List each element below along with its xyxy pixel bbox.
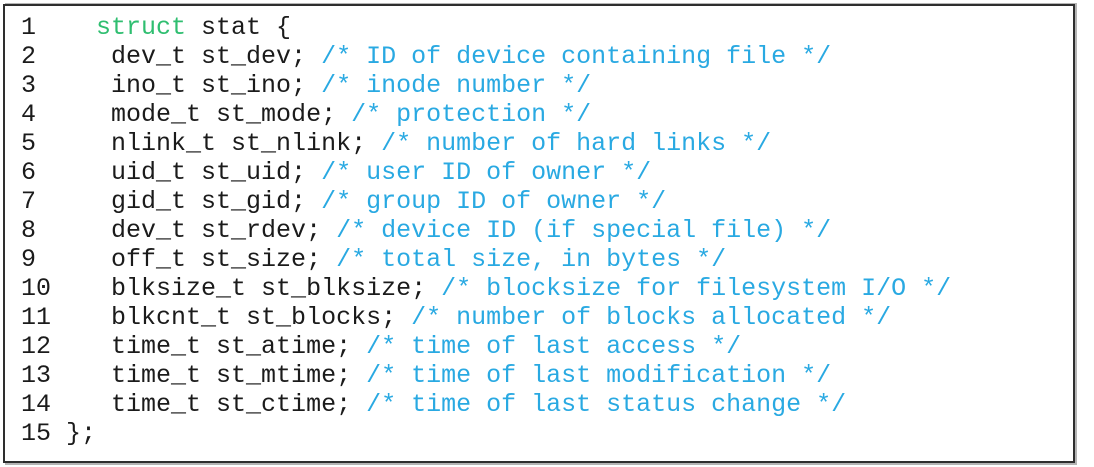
indent	[36, 158, 111, 187]
code-line: 14 time_t st_ctime; /* time of last stat…	[21, 390, 1073, 419]
comment-token: /* time of last modification */	[366, 361, 832, 390]
indent	[51, 303, 111, 332]
indent	[36, 216, 111, 245]
comment-token: /* time of last status change */	[366, 390, 847, 419]
comment-token: /* user ID of owner */	[321, 158, 652, 187]
comment-token: /* time of last access */	[366, 332, 742, 361]
plain-token: dev_t st_rdev;	[111, 216, 337, 245]
code-line: 7 gid_t st_gid; /* group ID of owner */	[21, 187, 1073, 216]
plain-token: blksize_t st_blksize;	[111, 274, 442, 303]
comment-token: /* number of blocks allocated */	[411, 303, 892, 332]
comment-token: /* number of hard links */	[381, 129, 772, 158]
code-line: 3 ino_t st_ino; /* inode number */	[21, 71, 1073, 100]
code-line: 12 time_t st_atime; /* time of last acce…	[21, 332, 1073, 361]
plain-token: };	[66, 419, 97, 448]
comment-token: /* ID of device containing file */	[321, 42, 832, 71]
indent	[36, 100, 111, 129]
plain-token: stat {	[186, 13, 292, 42]
plain-token: nlink_t st_nlink;	[111, 129, 382, 158]
code-line: 4 mode_t st_mode; /* protection */	[21, 100, 1073, 129]
code-line: 6 uid_t st_uid; /* user ID of owner */	[21, 158, 1073, 187]
line-number: 1	[21, 13, 37, 42]
indent	[51, 390, 111, 419]
code-line: 13 time_t st_mtime; /* time of last modi…	[21, 361, 1073, 390]
code-line: 8 dev_t st_rdev; /* device ID (if specia…	[21, 216, 1073, 245]
line-number: 11	[21, 303, 52, 332]
comment-token: /* group ID of owner */	[321, 187, 667, 216]
line-number: 7	[21, 187, 37, 216]
indent	[51, 419, 66, 448]
indent	[36, 245, 111, 274]
line-number: 6	[21, 158, 37, 187]
line-number: 4	[21, 100, 37, 129]
plain-token: uid_t st_uid;	[111, 158, 322, 187]
keyword-token: struct	[96, 13, 187, 42]
plain-token: mode_t st_mode;	[111, 100, 352, 129]
code-box: 1 struct stat {2 dev_t st_dev; /* ID of …	[3, 4, 1075, 463]
plain-token: dev_t st_dev;	[111, 42, 322, 71]
plain-token: off_t st_size;	[111, 245, 337, 274]
line-number: 9	[21, 245, 37, 274]
plain-token: time_t st_ctime;	[111, 390, 367, 419]
plain-token: gid_t st_gid;	[111, 187, 322, 216]
indent	[36, 71, 111, 100]
code-line: 10 blksize_t st_blksize; /* blocksize fo…	[21, 274, 1073, 303]
code-line: 5 nlink_t st_nlink; /* number of hard li…	[21, 129, 1073, 158]
plain-token: time_t st_mtime;	[111, 361, 367, 390]
line-number: 8	[21, 216, 37, 245]
comment-token: /* inode number */	[321, 71, 592, 100]
indent	[36, 187, 111, 216]
code-line: 2 dev_t st_dev; /* ID of device containi…	[21, 42, 1073, 71]
indent	[51, 274, 111, 303]
line-number: 14	[21, 390, 52, 419]
indent	[51, 332, 111, 361]
line-number: 12	[21, 332, 52, 361]
line-number: 10	[21, 274, 52, 303]
indent	[36, 13, 96, 42]
plain-token: blkcnt_t st_blocks;	[111, 303, 412, 332]
comment-token: /* device ID (if special file) */	[336, 216, 832, 245]
comment-token: /* protection */	[351, 100, 592, 129]
plain-token: time_t st_atime;	[111, 332, 367, 361]
comment-token: /* total size, in bytes */	[336, 245, 727, 274]
code-line: 1 struct stat {	[21, 13, 1073, 42]
line-number: 3	[21, 71, 37, 100]
plain-token: ino_t st_ino;	[111, 71, 322, 100]
line-number: 2	[21, 42, 37, 71]
indent	[36, 129, 111, 158]
code-line: 11 blkcnt_t st_blocks; /* number of bloc…	[21, 303, 1073, 332]
code-line: 15 };	[21, 419, 1073, 448]
line-number: 13	[21, 361, 52, 390]
indent	[36, 42, 111, 71]
code-listing: 1 struct stat {2 dev_t st_dev; /* ID of …	[5, 6, 1073, 448]
line-number: 15	[21, 419, 52, 448]
indent	[51, 361, 111, 390]
line-number: 5	[21, 129, 37, 158]
code-line: 9 off_t st_size; /* total size, in bytes…	[21, 245, 1073, 274]
comment-token: /* blocksize for filesystem I/O */	[441, 274, 952, 303]
